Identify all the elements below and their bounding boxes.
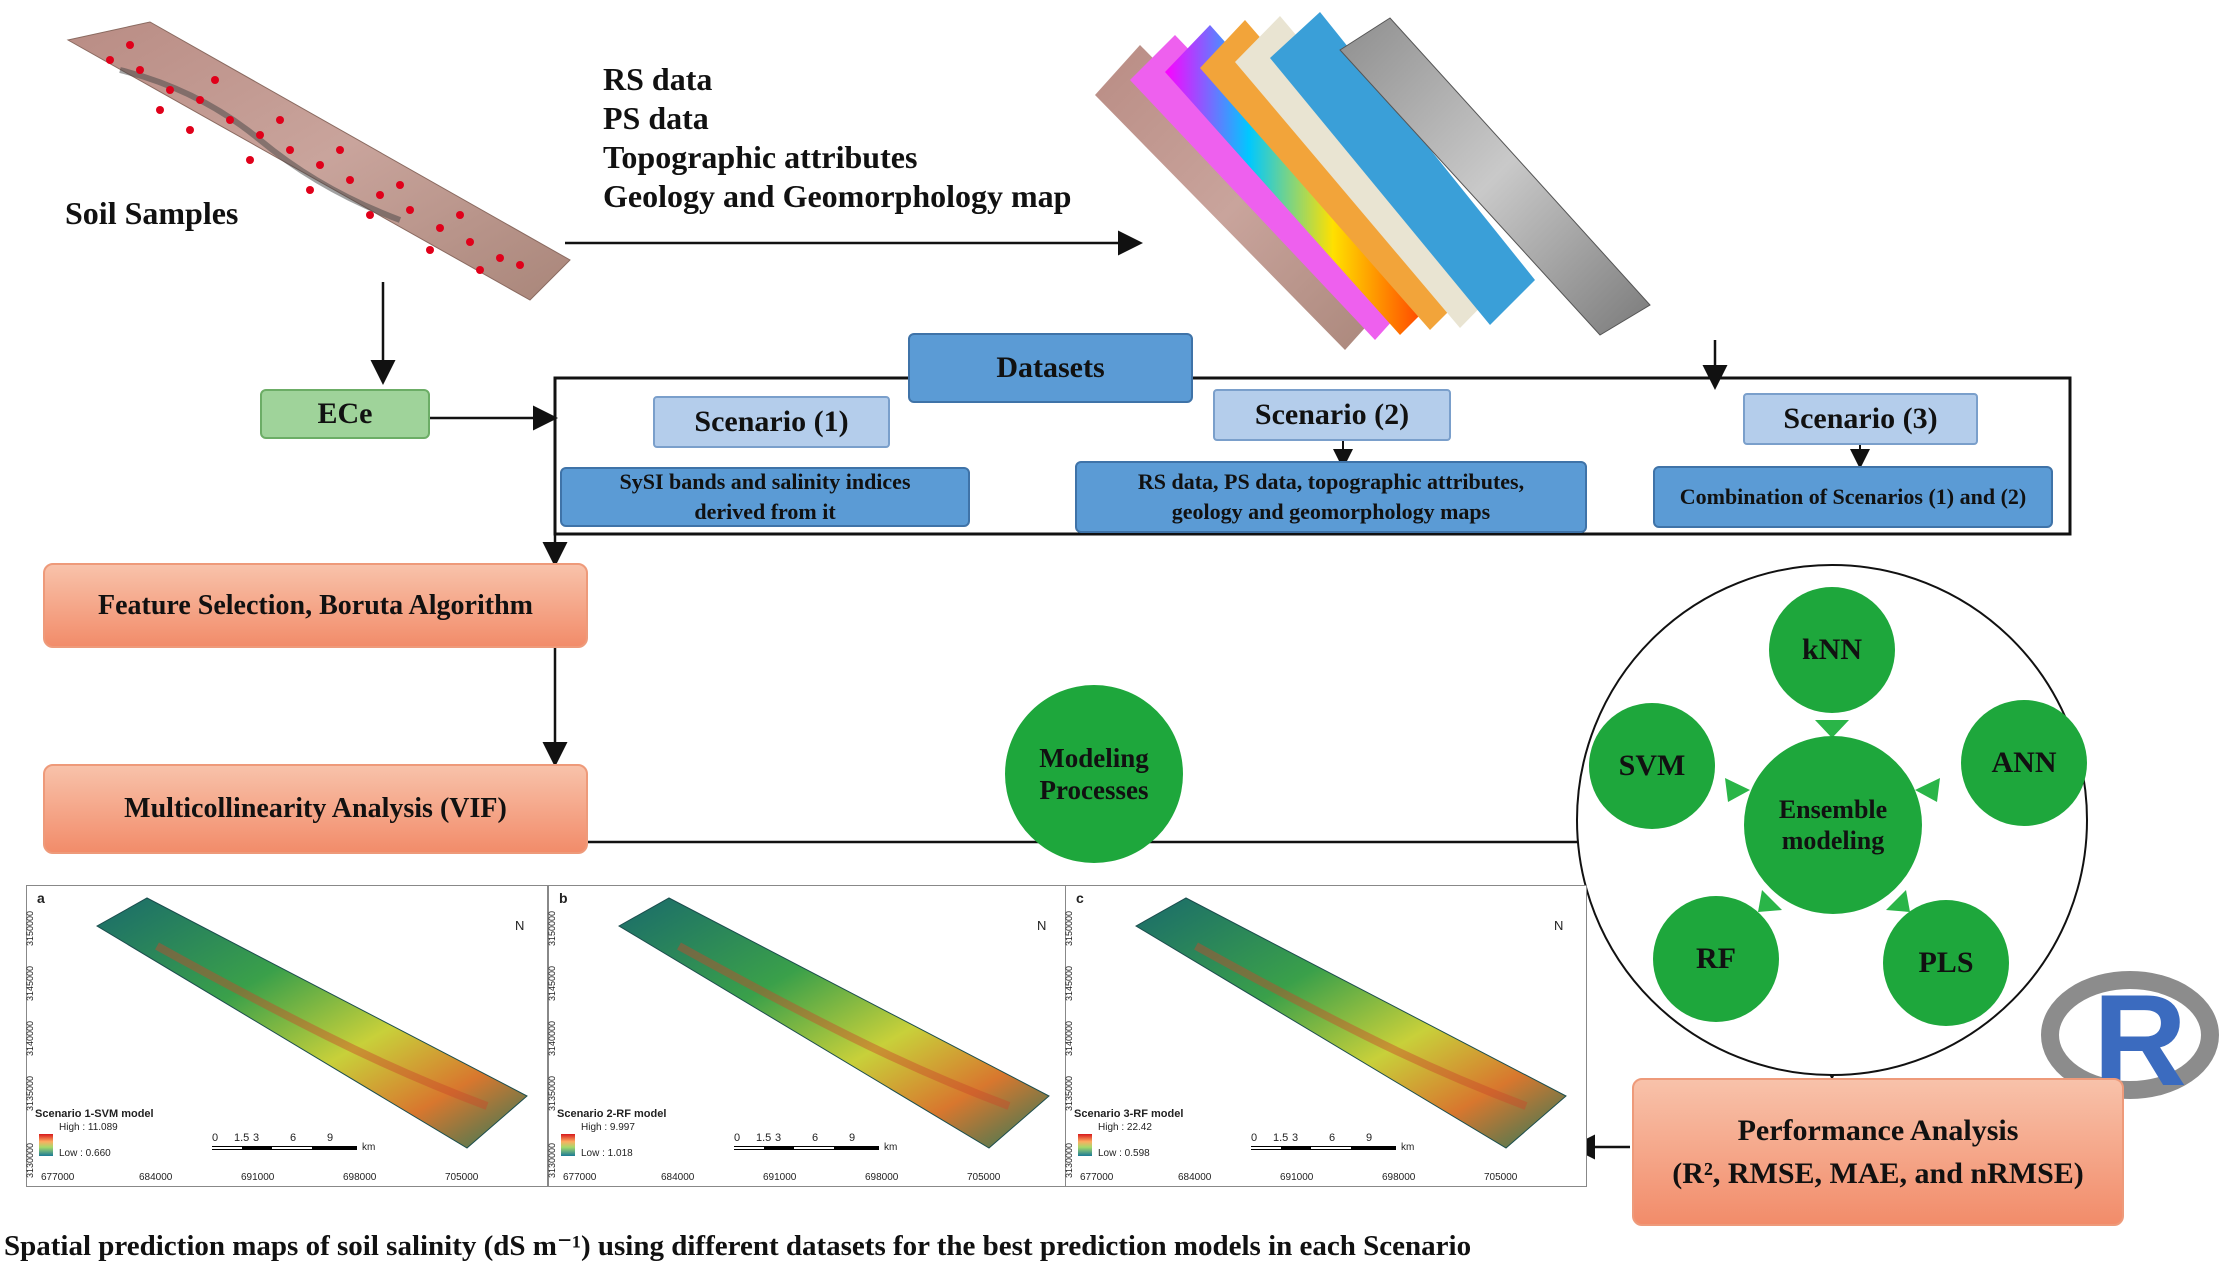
modeling-processes-circle: Modeling Processes: [1005, 685, 1183, 863]
y-tick: 3150000: [1064, 910, 1074, 946]
rf-circle: RF: [1653, 896, 1779, 1022]
caption: Spatial prediction maps of soil salinity…: [4, 1230, 1472, 1262]
north-arrow-label: N: [1554, 918, 1564, 933]
feature-selection-box: Feature Selection, Boruta Algorithm: [43, 563, 588, 648]
multicollinearity-box: Multicollinearity Analysis (VIF): [43, 764, 588, 854]
scenario-2-box: Scenario (2): [1213, 389, 1451, 441]
ece-box: ECe: [260, 389, 430, 439]
performance-analysis-box: Performance Analysis(R², RMSE, MAE, and …: [1632, 1078, 2124, 1226]
datasets-box: Datasets: [908, 333, 1193, 403]
scale-tick: 1.5: [234, 1132, 250, 1144]
r-logo: [2041, 971, 2219, 1099]
legend-low: Low : 0.660: [59, 1148, 111, 1159]
scenario-2-desc: RS data, PS data, topographic attributes…: [1075, 461, 1587, 533]
scale-unit: km: [1401, 1142, 1415, 1153]
x-tick: 691000: [241, 1172, 275, 1183]
y-tick: 3135000: [1064, 1075, 1074, 1111]
x-tick: 705000: [1484, 1172, 1518, 1183]
scale-unit: km: [362, 1142, 376, 1153]
y-tick: 3130000: [1064, 1142, 1074, 1178]
svm-circle: SVM: [1589, 703, 1715, 829]
map-title: Scenario 2-RF model: [557, 1108, 667, 1120]
data-item: PS data: [603, 100, 709, 136]
y-tick: 3140000: [547, 1020, 557, 1056]
data-item: Geology and Geomorphology map: [603, 178, 1072, 214]
x-tick: 684000: [1178, 1172, 1212, 1183]
y-tick: 3140000: [1064, 1020, 1074, 1056]
y-tick: 3150000: [25, 910, 35, 946]
y-tick: 3130000: [547, 1142, 557, 1178]
legend-low: Low : 0.598: [1098, 1148, 1150, 1159]
north-arrow-label: N: [1037, 918, 1047, 933]
map-graphic: [561, 897, 1050, 1156]
scale-tick: 0: [734, 1132, 741, 1144]
y-tick: 3130000: [25, 1142, 35, 1178]
x-tick: 677000: [41, 1172, 75, 1183]
scale-tick: 3: [253, 1132, 260, 1144]
legend-high: High : 22.42: [1098, 1122, 1152, 1133]
legend-high: High : 9.997: [581, 1122, 635, 1133]
stacked-layers-image: [1095, 12, 1651, 350]
x-tick: 705000: [967, 1172, 1001, 1183]
soil-samples-image: [66, 21, 571, 301]
scale-tick: 6: [1329, 1132, 1336, 1144]
map-letter: a: [37, 890, 45, 906]
scale-tick: 9: [849, 1132, 856, 1144]
y-tick: 3135000: [547, 1075, 557, 1111]
scale-tick: 0: [212, 1132, 219, 1144]
scale-tick: 6: [290, 1132, 297, 1144]
scale-unit: km: [884, 1142, 898, 1153]
x-tick: 705000: [445, 1172, 479, 1183]
scale-tick: 9: [327, 1132, 334, 1144]
x-tick: 684000: [139, 1172, 173, 1183]
scenario-1-box: Scenario (1): [653, 396, 890, 448]
legend-low: Low : 1.018: [581, 1148, 633, 1159]
scale-tick: 1.5: [1273, 1132, 1289, 1144]
x-tick: 698000: [343, 1172, 377, 1183]
y-tick: 3145000: [1064, 965, 1074, 1001]
map-letter: c: [1076, 890, 1084, 906]
y-tick: 3150000: [547, 910, 557, 946]
y-tick: 3145000: [547, 965, 557, 1001]
scale-tick: 1.5: [756, 1132, 772, 1144]
north-arrow-label: N: [515, 918, 525, 933]
x-tick: 677000: [563, 1172, 597, 1183]
y-tick: 3140000: [25, 1020, 35, 1056]
map-graphic: [39, 897, 528, 1156]
map-letter: b: [559, 890, 568, 906]
x-tick: 691000: [1280, 1172, 1314, 1183]
map-title: Scenario 3-RF model: [1074, 1108, 1184, 1120]
data-item: RS data: [603, 61, 713, 97]
y-tick: 3145000: [25, 965, 35, 1001]
y-tick: 3135000: [25, 1075, 35, 1111]
x-tick: 698000: [1382, 1172, 1416, 1183]
map-title: Scenario 1-SVM model: [35, 1108, 154, 1120]
knn-circle: kNN: [1769, 587, 1895, 713]
ann-circle: ANN: [1961, 700, 2087, 826]
scale-tick: 3: [1292, 1132, 1299, 1144]
x-tick: 677000: [1080, 1172, 1114, 1183]
x-tick: 684000: [661, 1172, 695, 1183]
scale-tick: 6: [812, 1132, 819, 1144]
datasets-frame: [553, 376, 2072, 536]
soil-samples-label: Soil Samples: [65, 195, 239, 231]
x-tick: 691000: [763, 1172, 797, 1183]
data-list: RS data PS data Topographic attributes G…: [603, 60, 1071, 216]
ensemble-circle: Ensemble modeling: [1744, 736, 1922, 914]
scale-tick: 0: [1251, 1132, 1258, 1144]
scenario-3-box: Scenario (3): [1743, 393, 1978, 445]
map-graphic: [1078, 897, 1567, 1156]
pls-circle: PLS: [1883, 900, 2009, 1026]
scale-tick: 3: [775, 1132, 782, 1144]
legend-high: High : 11.089: [59, 1122, 118, 1133]
x-tick: 698000: [865, 1172, 899, 1183]
data-item: Topographic attributes: [603, 139, 918, 175]
scenario-3-desc: Combination of Scenarios (1) and (2): [1653, 466, 2053, 528]
scale-tick: 9: [1366, 1132, 1373, 1144]
